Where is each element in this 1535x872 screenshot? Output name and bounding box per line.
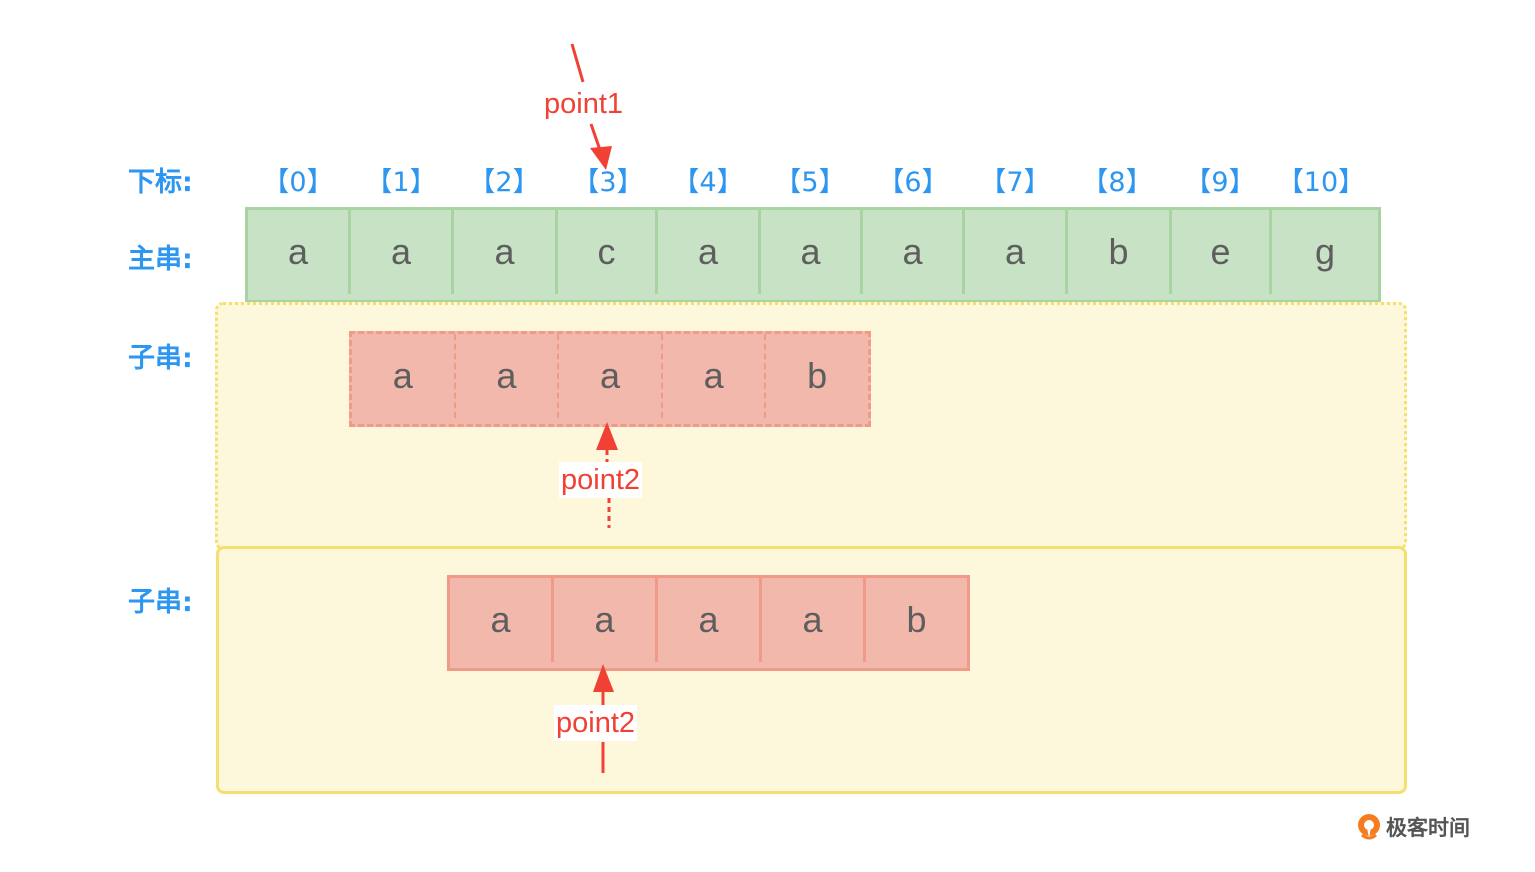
point1-arrow-shaft (589, 123, 602, 151)
sub-string-cell: b (807, 355, 828, 396)
main-string-cell: a (658, 210, 761, 294)
main-string-label: 主串: (128, 244, 193, 275)
sub-string-label-before: 子串: (128, 343, 193, 374)
sub-string-cell: a (658, 578, 762, 662)
index-label: 【3】 (572, 167, 644, 198)
index-label: 【7】 (979, 167, 1051, 198)
main-string-cell: c (558, 210, 658, 294)
point2-before-arrowhead (596, 422, 618, 450)
sub-string-cell: a (456, 334, 560, 418)
sub-string-cell: a (559, 334, 663, 418)
sub-string-cell: b (906, 599, 927, 640)
point2-before-label: point2 (559, 462, 643, 498)
point2-after-label: point2 (554, 705, 638, 741)
index-row-label: 下标: (128, 167, 193, 198)
index-label: 【0】 (262, 167, 334, 198)
main-string-cell: g (1314, 231, 1336, 272)
point1-arrow-tail (570, 43, 585, 83)
sub-string-label-after: 子串: (128, 587, 193, 618)
geektime-logo: 极客时间 (1356, 812, 1470, 842)
sub-string-cell: a (762, 578, 866, 662)
sub-string-cell: a (554, 578, 658, 662)
index-label: 【1】 (365, 167, 437, 198)
point1-arrowhead (590, 146, 612, 170)
geektime-logo-text: 极客时间 (1386, 816, 1470, 840)
main-string-cell: a (454, 210, 558, 294)
index-label: 【6】 (877, 167, 949, 198)
index-label: 【4】 (672, 167, 744, 198)
index-label: 【9】 (1184, 167, 1256, 198)
sub-string-cell: a (663, 334, 767, 418)
main-string-cell: e (1172, 210, 1272, 294)
index-label: 【8】 (1081, 167, 1153, 198)
main-string-cell: a (351, 210, 454, 294)
main-string-cell: a (761, 210, 863, 294)
geektime-logo-icon (1358, 814, 1380, 840)
point2-after-arrowhead (593, 664, 614, 692)
sub-string-cell: a (352, 334, 456, 418)
index-label: 【2】 (468, 167, 540, 198)
index-label: 【5】 (774, 167, 846, 198)
main-string-cell: a (863, 210, 965, 294)
point1-label: point1 (544, 88, 624, 120)
sub-string-cell: a (450, 578, 554, 662)
main-string-cell: a (965, 210, 1068, 294)
index-label: 【10】 (1276, 167, 1366, 198)
main-string-cell: b (1068, 210, 1172, 294)
main-string-cell: a (248, 210, 351, 294)
